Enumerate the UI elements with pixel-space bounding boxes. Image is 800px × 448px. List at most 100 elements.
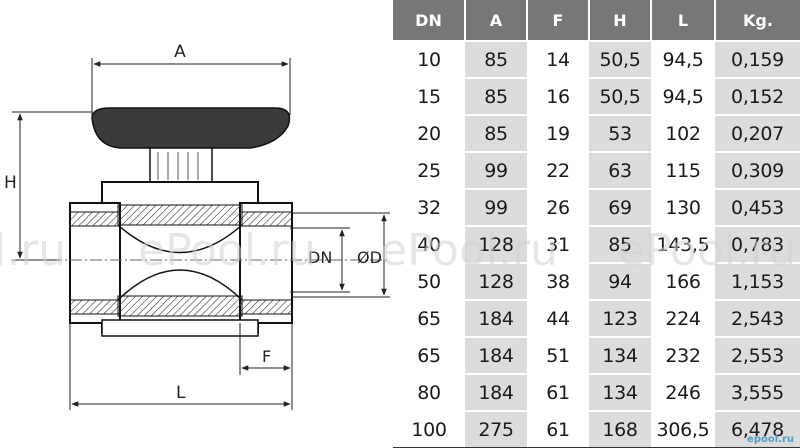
table-cell: 65: [393, 336, 465, 375]
dimension-h: H: [4, 111, 92, 261]
table-cell: 130: [651, 188, 715, 227]
dimension-a: A: [91, 42, 291, 115]
header-dn: DN: [393, 0, 466, 41]
table-cell: 3,555: [715, 373, 800, 412]
table-cell: 19: [527, 114, 589, 153]
table-cell: 15: [393, 77, 465, 116]
table-cell: 61: [527, 410, 589, 448]
table-cell: 168: [589, 410, 651, 448]
table-cell: 85: [465, 40, 527, 79]
table-cell: 44: [527, 299, 589, 338]
table-cell: 20: [393, 114, 465, 153]
table-cell: 99: [465, 188, 527, 227]
dimension-dn-label: DN: [308, 248, 332, 267]
table-cell: 26: [527, 188, 589, 227]
table-cell: 50,5: [589, 40, 651, 79]
table-cell: 115: [651, 151, 715, 190]
valve-body: [69, 181, 293, 337]
table-cell: 16: [527, 77, 589, 116]
table-cell: 275: [465, 410, 527, 448]
table-cell: 61: [527, 373, 589, 412]
dimension-h-label: H: [4, 173, 17, 193]
table-cell: 0,207: [715, 114, 800, 153]
header-a: A: [465, 0, 528, 41]
table-cell: 184: [465, 336, 527, 375]
table-cell: 94,5: [651, 40, 715, 79]
table-cell: 51: [527, 336, 589, 375]
table-cell: 128: [465, 262, 527, 301]
table-cell: 40: [393, 225, 465, 264]
table-cell: 99: [465, 151, 527, 190]
table-cell: 0,453: [715, 188, 800, 227]
table-cell: 31: [527, 225, 589, 264]
table-cell: 85: [589, 225, 651, 264]
table-cell: 85: [465, 77, 527, 116]
dimension-a-label: A: [174, 42, 186, 62]
table-cell: 306,5: [651, 410, 715, 448]
table-cell: 32: [393, 188, 465, 227]
table-cell: 65: [393, 299, 465, 338]
table-cell: 184: [465, 299, 527, 338]
ball-valve-drawing: A H DN ØD F L: [4, 42, 390, 410]
dimension-l-label: L: [176, 383, 186, 403]
table-cell: 94: [589, 262, 651, 301]
dimension-f-label: F: [262, 347, 271, 366]
table-cell: 166: [651, 262, 715, 301]
table-cell: 100: [393, 410, 465, 448]
dimension-od: ØD: [292, 212, 390, 298]
table-cell: 25: [393, 151, 465, 190]
table-cell: 134: [589, 373, 651, 412]
table-cell: 134: [589, 336, 651, 375]
header-h: H: [589, 0, 652, 41]
dimension-dn: DN: [290, 227, 350, 293]
table-cell: 2,543: [715, 299, 800, 338]
table-cell: 184: [465, 373, 527, 412]
table-cell: 22: [527, 151, 589, 190]
dimension-l: L: [69, 323, 293, 410]
table-cell: 1,153: [715, 262, 800, 301]
table-cell: 85: [465, 114, 527, 153]
header-kg: Kg.: [715, 0, 800, 41]
table-cell: 0,309: [715, 151, 800, 190]
table-cell: 38: [527, 262, 589, 301]
table-cell: 0,783: [715, 225, 800, 264]
dimension-od-label: ØD: [357, 248, 382, 267]
table-cell: 0,152: [715, 77, 800, 116]
brand-logo: epool.ru: [747, 434, 794, 445]
header-l: L: [651, 0, 716, 41]
table-cell: 94,5: [651, 77, 715, 116]
table-cell: 123: [589, 299, 651, 338]
table-cell: 143,5: [651, 225, 715, 264]
table-cell: 14: [527, 40, 589, 79]
table-cell: 53: [589, 114, 651, 153]
table-cell: 102: [651, 114, 715, 153]
table-cell: 224: [651, 299, 715, 338]
table-cell: 0,159: [715, 40, 800, 79]
table-cell: 69: [589, 188, 651, 227]
table-cell: 246: [651, 373, 715, 412]
header-f: F: [527, 0, 590, 41]
table-cell: 6,478: [715, 410, 800, 448]
table-cell: 80: [393, 373, 465, 412]
table-cell: 50,5: [589, 77, 651, 116]
table-cell: 63: [589, 151, 651, 190]
table-cell: 232: [651, 336, 715, 375]
table-cell: 2,553: [715, 336, 800, 375]
table-cell: 128: [465, 225, 527, 264]
table-cell: 10: [393, 40, 465, 79]
table-header-row: DN A F H L Kg.: [393, 0, 800, 41]
table-cell: 50: [393, 262, 465, 301]
